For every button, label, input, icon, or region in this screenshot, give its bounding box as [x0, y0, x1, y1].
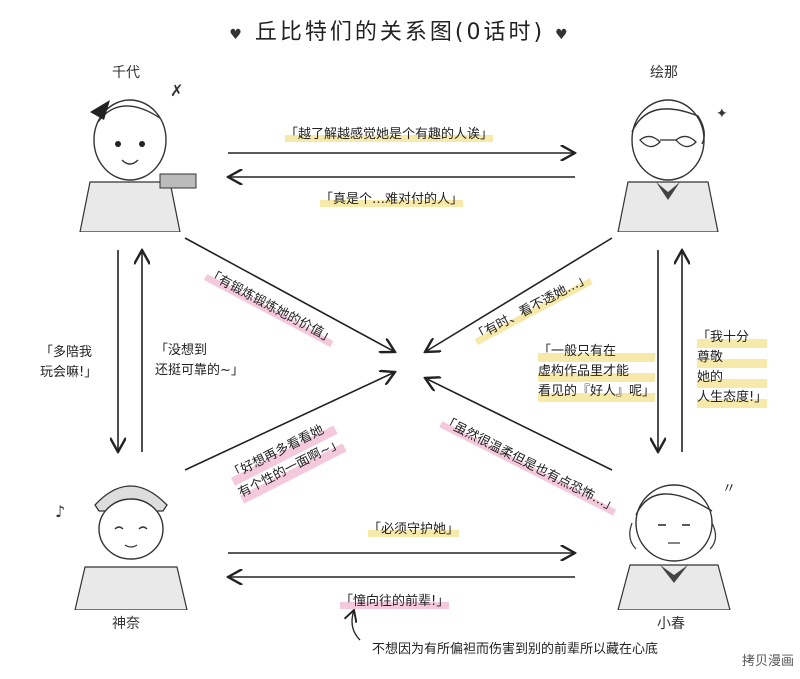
heart-icon: ♥ [229, 27, 245, 43]
arrow-koharu-to-chiyo [425, 378, 613, 471]
quote-kanna-to-koharu: 「必须守护她」 [368, 522, 460, 537]
name-koharu: 小春 [657, 616, 685, 632]
quote-kanna-to-chiyo: 「多陪我 玩会嘛!」 [40, 345, 98, 380]
name-kanna: 神奈 [112, 616, 140, 632]
quote-koharu-to-ena: 「我十分 尊敬 她的 人生态度!」 [697, 328, 768, 408]
svg-text:〃: 〃 [722, 481, 736, 497]
footnote: 不想因为有所偏袒而伤害到别的前辈所以藏在心底 [372, 642, 659, 657]
quote-chiyo-to-ena: 「越了解越感觉她是个有趣的人诶」 [285, 127, 494, 142]
svg-text:✦: ✦ [716, 106, 728, 122]
heart-icon: ♥ [555, 27, 571, 43]
name-ena: 绘那 [650, 65, 678, 81]
note-pointer [352, 610, 361, 641]
diagram-title: ♥ 丘比特们的关系图(0话时) ♥ [0, 14, 800, 46]
svg-text:✗: ✗ [170, 82, 183, 100]
quote-ena-to-chiyo: 「真是个…难对付的人」 [320, 192, 464, 207]
watermark: 拷贝漫画 [741, 654, 794, 669]
quote-ena-to-koharu: 「一般只有在 虚构作品里才能 看见的『好人』呢」 [538, 342, 656, 402]
arrow-kanna-to-ena [184, 372, 395, 471]
svg-text:♪: ♪ [55, 502, 65, 521]
name-chiyo: 千代 [112, 65, 140, 81]
arrow-ena-to-kanna [425, 237, 613, 352]
kanna-portrait: ♪ [55, 485, 188, 610]
ena-portrait: ✦ [617, 99, 728, 232]
quote-chiyo-to-kanna: 「没想到 还挺可靠的~」 [155, 343, 244, 378]
title-text: 丘比特们的关系图(0话时) [254, 20, 546, 45]
koharu-portrait: 〃 [617, 481, 736, 610]
chiyo-portrait: ✗ [79, 82, 197, 232]
quote-koharu-to-kanna: 「憧向往的前辈!」 [340, 594, 450, 609]
arrow-chiyo-to-koharu [184, 237, 395, 352]
